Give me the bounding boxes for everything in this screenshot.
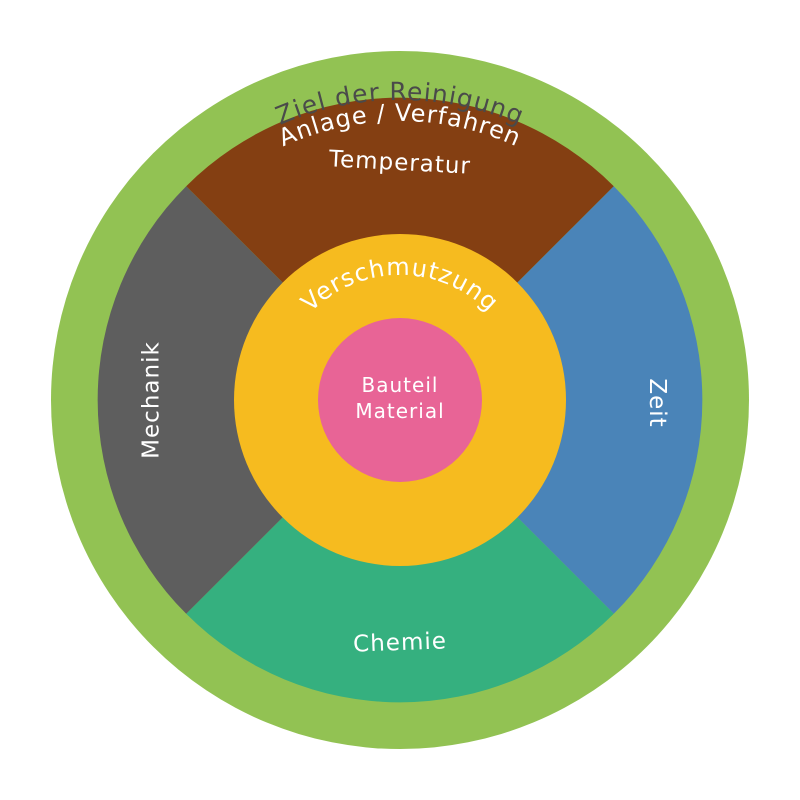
bauteil-material-circle <box>318 318 482 482</box>
sector-label-mechanik: Mechanik <box>139 341 165 459</box>
core-label-line-2: Material <box>355 399 444 423</box>
sector-label-chemie: Chemie <box>353 628 448 657</box>
core-label-line-1: Bauteil <box>362 373 439 397</box>
sector-label-zeit: Zeit <box>644 378 670 427</box>
